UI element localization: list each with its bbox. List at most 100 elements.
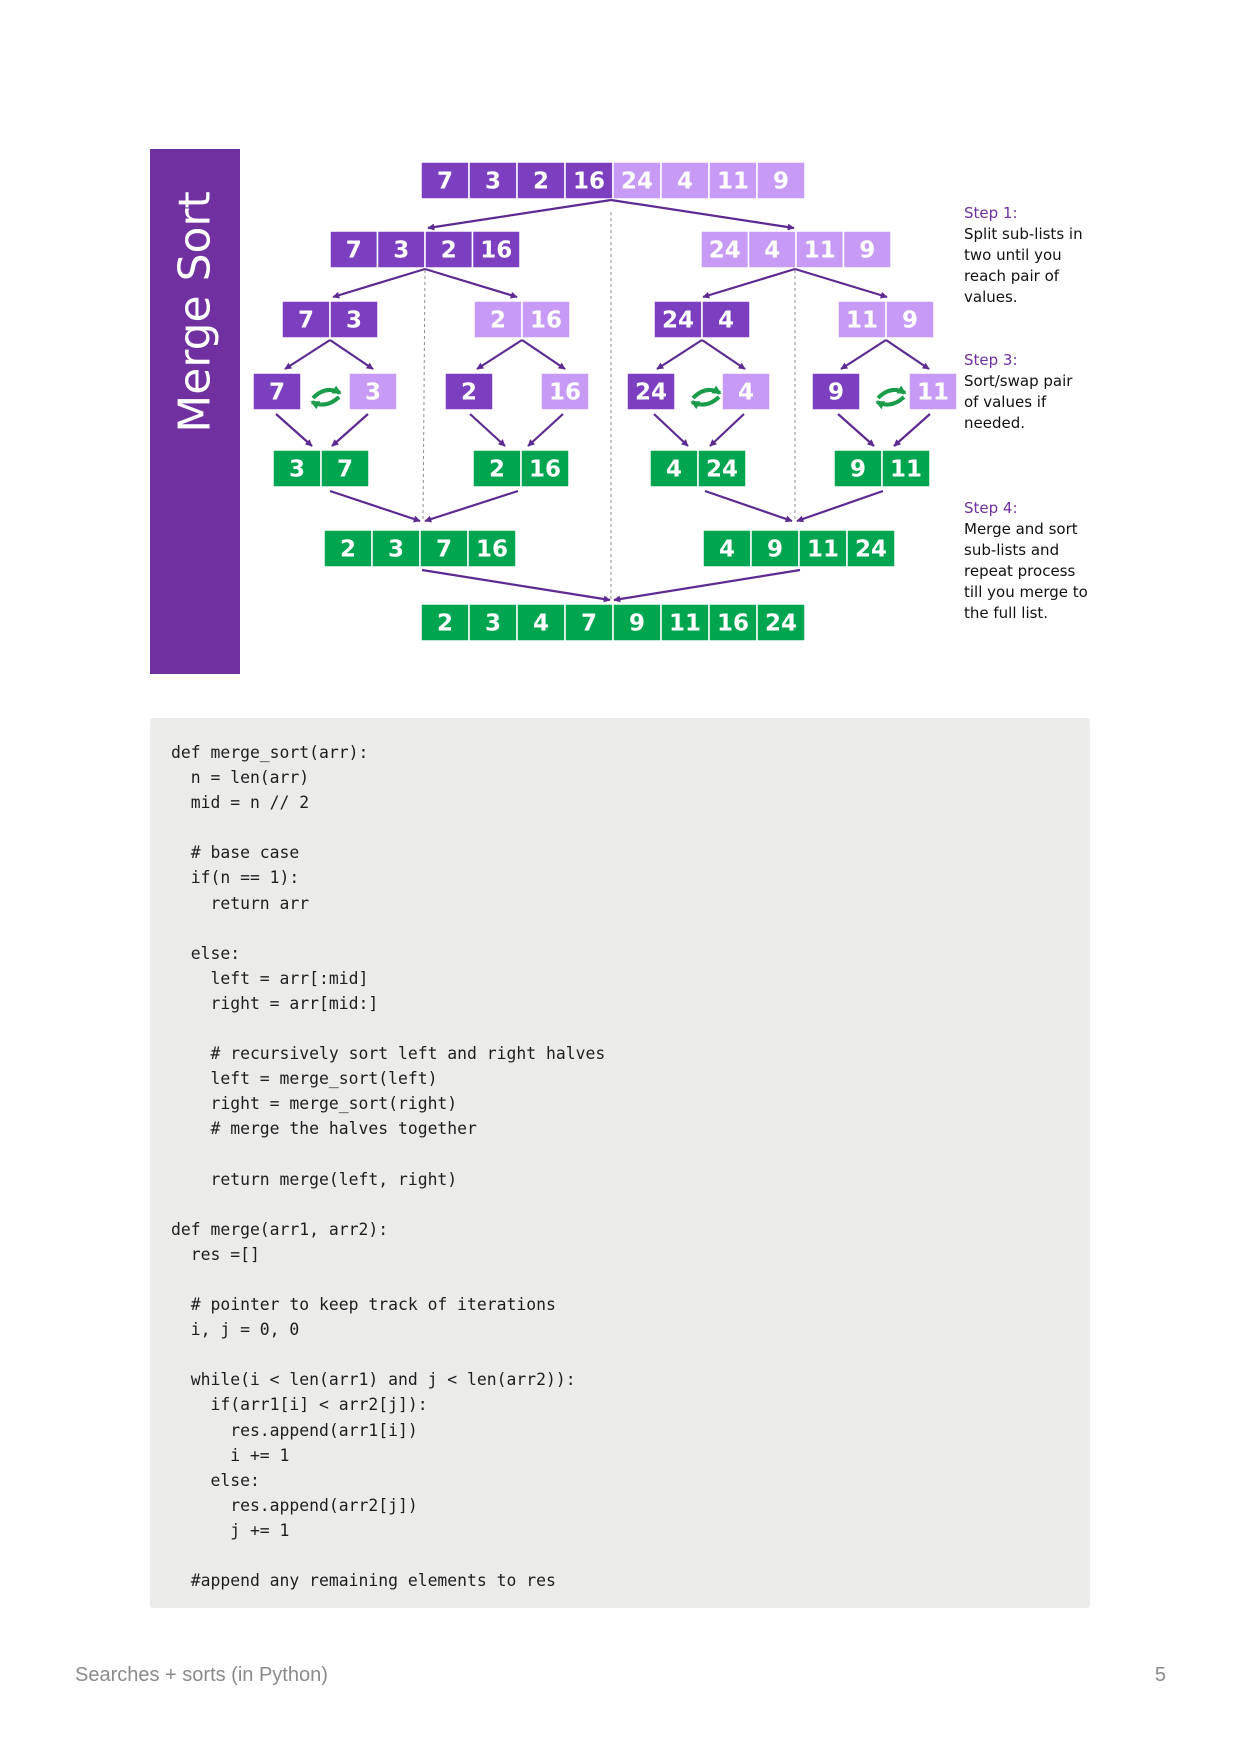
diagram-title: Merge Sort bbox=[170, 191, 221, 433]
flow-arrow bbox=[424, 267, 518, 299]
flow-arrow bbox=[332, 267, 426, 299]
step-label: Step 4: bbox=[964, 499, 1018, 517]
value-cell bbox=[348, 372, 398, 411]
value-label: 11 bbox=[807, 537, 839, 563]
value-cell bbox=[272, 449, 322, 488]
title-banner bbox=[150, 149, 240, 674]
flow-arrow bbox=[521, 339, 566, 370]
step-text: two until you bbox=[964, 246, 1062, 264]
value-label: 7 bbox=[581, 611, 597, 637]
flow-arrow bbox=[796, 489, 884, 523]
value-label: 24 bbox=[765, 611, 797, 637]
swap-icon bbox=[875, 385, 907, 410]
list-group: 7 bbox=[252, 372, 302, 411]
list-group: 11 bbox=[908, 372, 958, 411]
value-label: 4 bbox=[677, 169, 693, 195]
value-cell bbox=[885, 300, 935, 339]
flow-arrow bbox=[709, 413, 745, 447]
value-label: 3 bbox=[365, 380, 381, 406]
flow-arrow bbox=[613, 568, 801, 603]
value-label: 24 bbox=[621, 169, 653, 195]
value-cell bbox=[833, 449, 883, 488]
value-label: 7 bbox=[436, 537, 452, 563]
value-label: 3 bbox=[289, 457, 305, 483]
value-label: 3 bbox=[393, 238, 409, 264]
flow-arrow bbox=[427, 198, 612, 231]
value-cell bbox=[329, 230, 379, 269]
flow-arrow bbox=[837, 413, 875, 447]
value-cell bbox=[649, 449, 699, 488]
value-cell bbox=[472, 449, 522, 488]
flow-arrow bbox=[284, 339, 331, 370]
flow-arrow bbox=[704, 489, 793, 523]
value-label: 2 bbox=[437, 611, 453, 637]
value-label: 24 bbox=[706, 457, 738, 483]
flow-arrow bbox=[476, 339, 523, 370]
list-group: 9 bbox=[811, 372, 861, 411]
value-cell bbox=[626, 372, 676, 411]
value-label: 4 bbox=[666, 457, 682, 483]
flow-arrow bbox=[329, 339, 374, 370]
value-label: 4 bbox=[719, 537, 735, 563]
value-cell bbox=[798, 529, 848, 568]
step-text: till you merge to bbox=[964, 583, 1088, 601]
value-cell bbox=[520, 449, 570, 488]
flow-arrow bbox=[469, 413, 506, 447]
flow-arrow bbox=[275, 413, 313, 447]
value-cell bbox=[846, 529, 896, 568]
swap-icon bbox=[310, 385, 342, 410]
value-cell bbox=[252, 372, 302, 411]
value-label: 16 bbox=[573, 169, 605, 195]
step-text: values. bbox=[964, 288, 1018, 306]
value-cell bbox=[756, 161, 806, 200]
code-text: def merge_sort(arr): n = len(arr) mid = … bbox=[171, 743, 606, 1591]
value-label: 16 bbox=[549, 380, 581, 406]
value-cell bbox=[700, 230, 750, 269]
value-cell bbox=[444, 372, 494, 411]
value-label: 24 bbox=[709, 238, 741, 264]
value-label: 9 bbox=[629, 611, 645, 637]
value-cell bbox=[660, 603, 710, 642]
value-label: 24 bbox=[855, 537, 887, 563]
step-text: sub-lists and bbox=[964, 541, 1059, 559]
flow-arrow bbox=[653, 413, 689, 447]
value-label: 2 bbox=[461, 380, 477, 406]
list-group: 4 24 bbox=[649, 449, 747, 488]
value-cell bbox=[908, 372, 958, 411]
value-cell bbox=[842, 230, 892, 269]
step-text: Sort/swap pair bbox=[964, 372, 1073, 390]
swap-icon bbox=[690, 385, 722, 410]
value-label: 24 bbox=[635, 380, 667, 406]
value-label: 16 bbox=[717, 611, 749, 637]
value-label: 9 bbox=[859, 238, 875, 264]
value-label: 9 bbox=[850, 457, 866, 483]
value-label: 3 bbox=[485, 611, 501, 637]
value-cell bbox=[521, 300, 571, 339]
left-guide bbox=[422, 269, 426, 523]
value-label: 9 bbox=[828, 380, 844, 406]
value-cell bbox=[473, 300, 523, 339]
value-cell bbox=[420, 161, 470, 200]
step-label: Step 3: bbox=[964, 351, 1018, 369]
value-label: 7 bbox=[337, 457, 353, 483]
list-group: 24 bbox=[626, 372, 676, 411]
value-cell bbox=[564, 603, 614, 642]
flow-arrow bbox=[329, 489, 421, 523]
code-block: def merge_sort(arr): n = len(arr) mid = … bbox=[150, 718, 1090, 1608]
value-label: 9 bbox=[902, 308, 918, 334]
value-cell bbox=[721, 372, 771, 411]
value-label: 3 bbox=[346, 308, 362, 334]
flow-arrow bbox=[885, 339, 930, 370]
flow-arrow bbox=[424, 489, 519, 523]
flow-arrow bbox=[840, 339, 887, 370]
flow-arrow bbox=[794, 267, 888, 299]
